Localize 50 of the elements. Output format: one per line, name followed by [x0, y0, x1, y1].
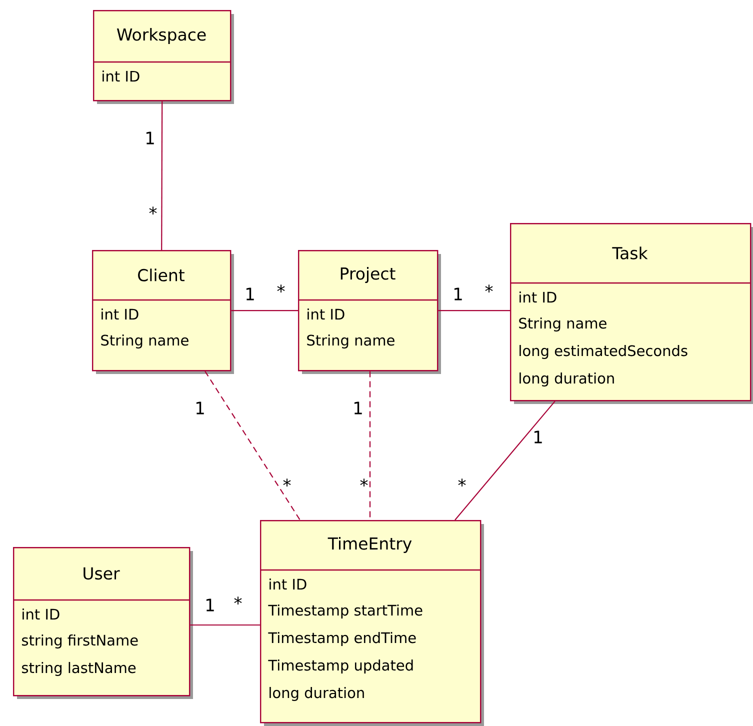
attribute: long duration	[520, 372, 614, 386]
attribute: Timestamp endTime	[268, 632, 416, 646]
class-name: Task	[612, 246, 648, 260]
association-line	[190, 624, 260, 626]
association-line	[231, 310, 298, 312]
multiplicity-label: *	[458, 478, 466, 486]
class-box	[92, 250, 234, 374]
class-box	[13, 547, 193, 699]
attribute: int ID	[102, 70, 140, 82]
attribute: Timestamp updated	[268, 659, 413, 674]
attribute: long duration	[270, 686, 364, 701]
association-line	[369, 371, 371, 520]
attribute: Timestamp startTime	[268, 604, 422, 618]
multiplicity-label: 1	[454, 288, 462, 300]
class-box	[260, 520, 484, 726]
attribute: int ID	[520, 291, 556, 302]
class-name: Project	[340, 267, 396, 283]
association-line	[204, 370, 300, 520]
multiplicity-label: 1	[354, 402, 362, 414]
multiplicity-label: 1	[246, 288, 254, 300]
association-line	[438, 310, 510, 312]
class-name: User	[84, 567, 120, 580]
class-box	[93, 10, 234, 104]
attribute: int ID	[270, 578, 306, 590]
multiplicity-label: 1	[206, 598, 214, 612]
attribute: string lastName	[22, 662, 136, 676]
class-name: TimeEntry	[328, 537, 412, 553]
class-box	[298, 250, 441, 374]
multiplicity-label: *	[360, 478, 368, 486]
multiplicity-label: *	[277, 284, 285, 292]
association-line	[454, 400, 556, 520]
multiplicity-label: *	[234, 596, 242, 604]
attribute: String name	[307, 334, 394, 348]
attribute: int ID	[308, 308, 344, 320]
multiplicity-label: *	[485, 284, 493, 292]
class-name: Client	[138, 268, 184, 282]
association-line	[161, 101, 163, 250]
multiplicity-label: *	[283, 478, 291, 486]
multiplicity-label: 1	[196, 402, 204, 414]
attribute: String name	[519, 317, 606, 332]
attribute: int ID	[102, 308, 138, 320]
attribute: long estimatedSeconds	[520, 344, 688, 359]
multiplicity-label: 1	[534, 430, 542, 444]
attribute: int ID	[22, 608, 60, 620]
class-name: Workspace	[116, 28, 206, 44]
multiplicity-label: 1	[146, 132, 154, 144]
attribute: string firstName	[22, 634, 138, 648]
multiplicity-label: *	[149, 206, 157, 214]
attribute: String name	[101, 334, 188, 348]
class-box	[510, 223, 753, 404]
